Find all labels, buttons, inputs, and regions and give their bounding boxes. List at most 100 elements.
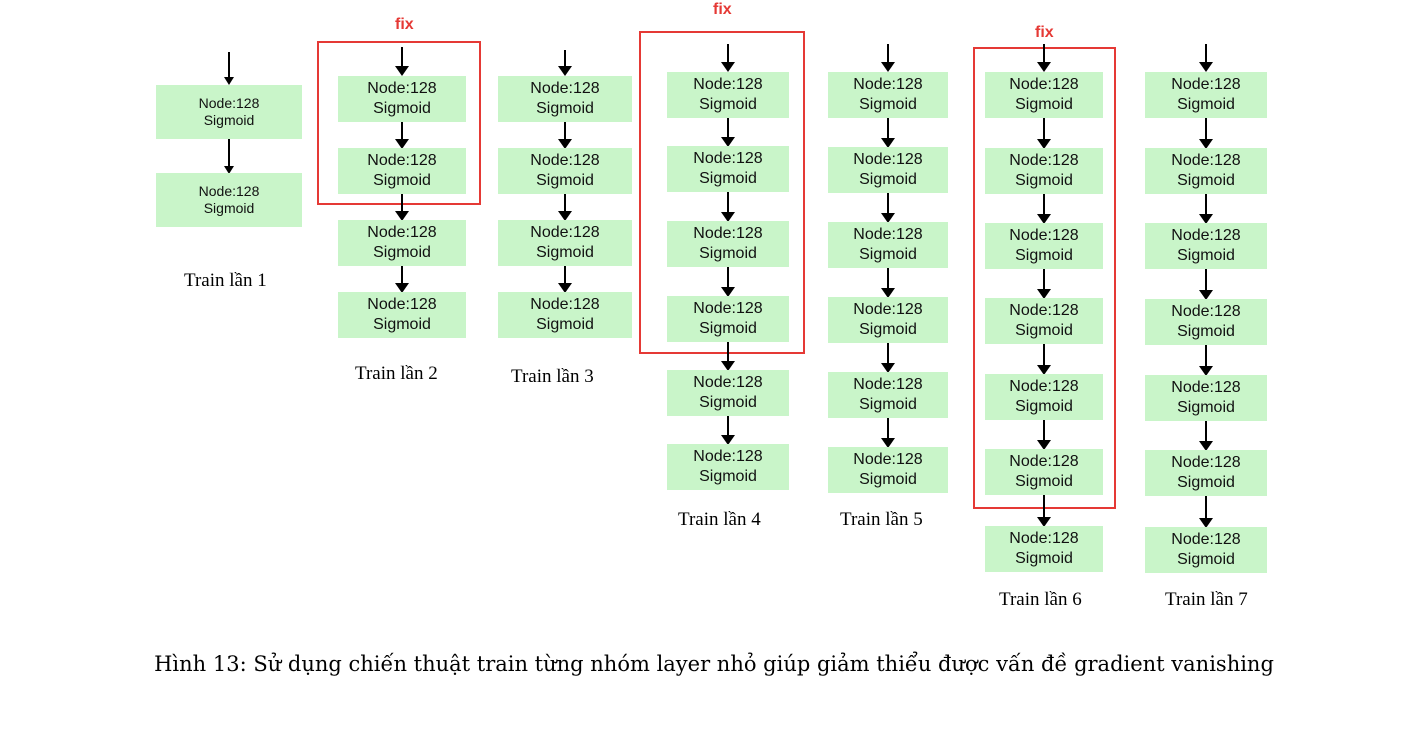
node-activation: Sigmoid: [699, 245, 757, 262]
node-activation: Sigmoid: [859, 321, 917, 338]
node-title: Node:128: [853, 451, 923, 468]
node-activation: Sigmoid: [373, 316, 431, 333]
node-title: Node:128: [367, 224, 437, 241]
node-activation: Sigmoid: [1177, 96, 1235, 113]
node-activation: Sigmoid: [699, 320, 757, 337]
train-label: Train lần 7: [1165, 589, 1248, 610]
fix-label: fix: [711, 1, 734, 19]
node-title: Node:128: [1171, 152, 1241, 169]
node-activation: Sigmoid: [1177, 474, 1235, 491]
fix-box: [639, 31, 805, 354]
node-title: Node:128: [530, 296, 600, 313]
node-title: Node:128: [367, 152, 437, 169]
node-activation: Sigmoid: [1015, 247, 1073, 264]
node-title: Node:128: [1171, 454, 1241, 471]
node-activation: Sigmoid: [1015, 172, 1073, 189]
train-label: Train lần 4: [678, 509, 761, 530]
node-activation: Sigmoid: [1015, 550, 1073, 567]
node-activation: Sigmoid: [859, 246, 917, 263]
node-activation: Sigmoid: [699, 170, 757, 187]
node-title: Node:128: [1009, 302, 1079, 319]
node-activation: Sigmoid: [203, 200, 255, 216]
node-title: Node:128: [853, 226, 923, 243]
node-title: Node:128: [693, 448, 763, 465]
train-label: Train lần 1: [184, 270, 267, 291]
node-activation: Sigmoid: [1015, 322, 1073, 339]
node-activation: Sigmoid: [859, 471, 917, 488]
node-activation: Sigmoid: [536, 316, 594, 333]
node-activation: Sigmoid: [859, 171, 917, 188]
node-title: Node:128: [1171, 227, 1241, 244]
node-activation: Sigmoid: [536, 172, 594, 189]
node-activation: Sigmoid: [1015, 96, 1073, 113]
node-title: Node:128: [1009, 530, 1079, 547]
node-title: Node:128: [530, 224, 600, 241]
node-title: Node:128: [1009, 76, 1079, 93]
node-title: Node:128: [853, 301, 923, 318]
node-activation: Sigmoid: [699, 96, 757, 113]
fix-label: fix: [1033, 24, 1056, 42]
node-title: Node:128: [693, 374, 763, 391]
node-activation: Sigmoid: [1015, 398, 1073, 415]
figure-caption: Hình 13: Sử dụng chiến thuật train từng …: [154, 652, 1274, 676]
node-title: Node:128: [693, 300, 763, 317]
fix-box: [317, 41, 481, 205]
train-label: Train lần 5: [840, 509, 923, 530]
node-title: Node:128: [530, 80, 600, 97]
train-label: Train lần 3: [511, 366, 594, 387]
node-title: Node:128: [693, 150, 763, 167]
node-title: Node:128: [1009, 453, 1079, 470]
node-activation: Sigmoid: [699, 394, 757, 411]
node-activation: Sigmoid: [1177, 172, 1235, 189]
node-activation: Sigmoid: [859, 396, 917, 413]
node-title: Node:128: [853, 76, 923, 93]
node-title: Node:128: [853, 151, 923, 168]
node-activation: Sigmoid: [1015, 473, 1073, 490]
node-title: Node:128: [367, 80, 437, 97]
node-activation: Sigmoid: [536, 100, 594, 117]
node-title: Node:128: [1171, 531, 1241, 548]
node-title: Node:128: [530, 152, 600, 169]
node-title: Node:128: [693, 225, 763, 242]
train-label: Train lần 6: [999, 589, 1082, 610]
train-label: Train lần 2: [355, 363, 438, 384]
node-title: Node:128: [693, 76, 763, 93]
node-activation: Sigmoid: [373, 244, 431, 261]
node-activation: Sigmoid: [1177, 399, 1235, 416]
node-activation: Sigmoid: [1177, 247, 1235, 264]
node-title: Node:128: [198, 182, 260, 199]
node-title: Node:128: [1009, 152, 1079, 169]
